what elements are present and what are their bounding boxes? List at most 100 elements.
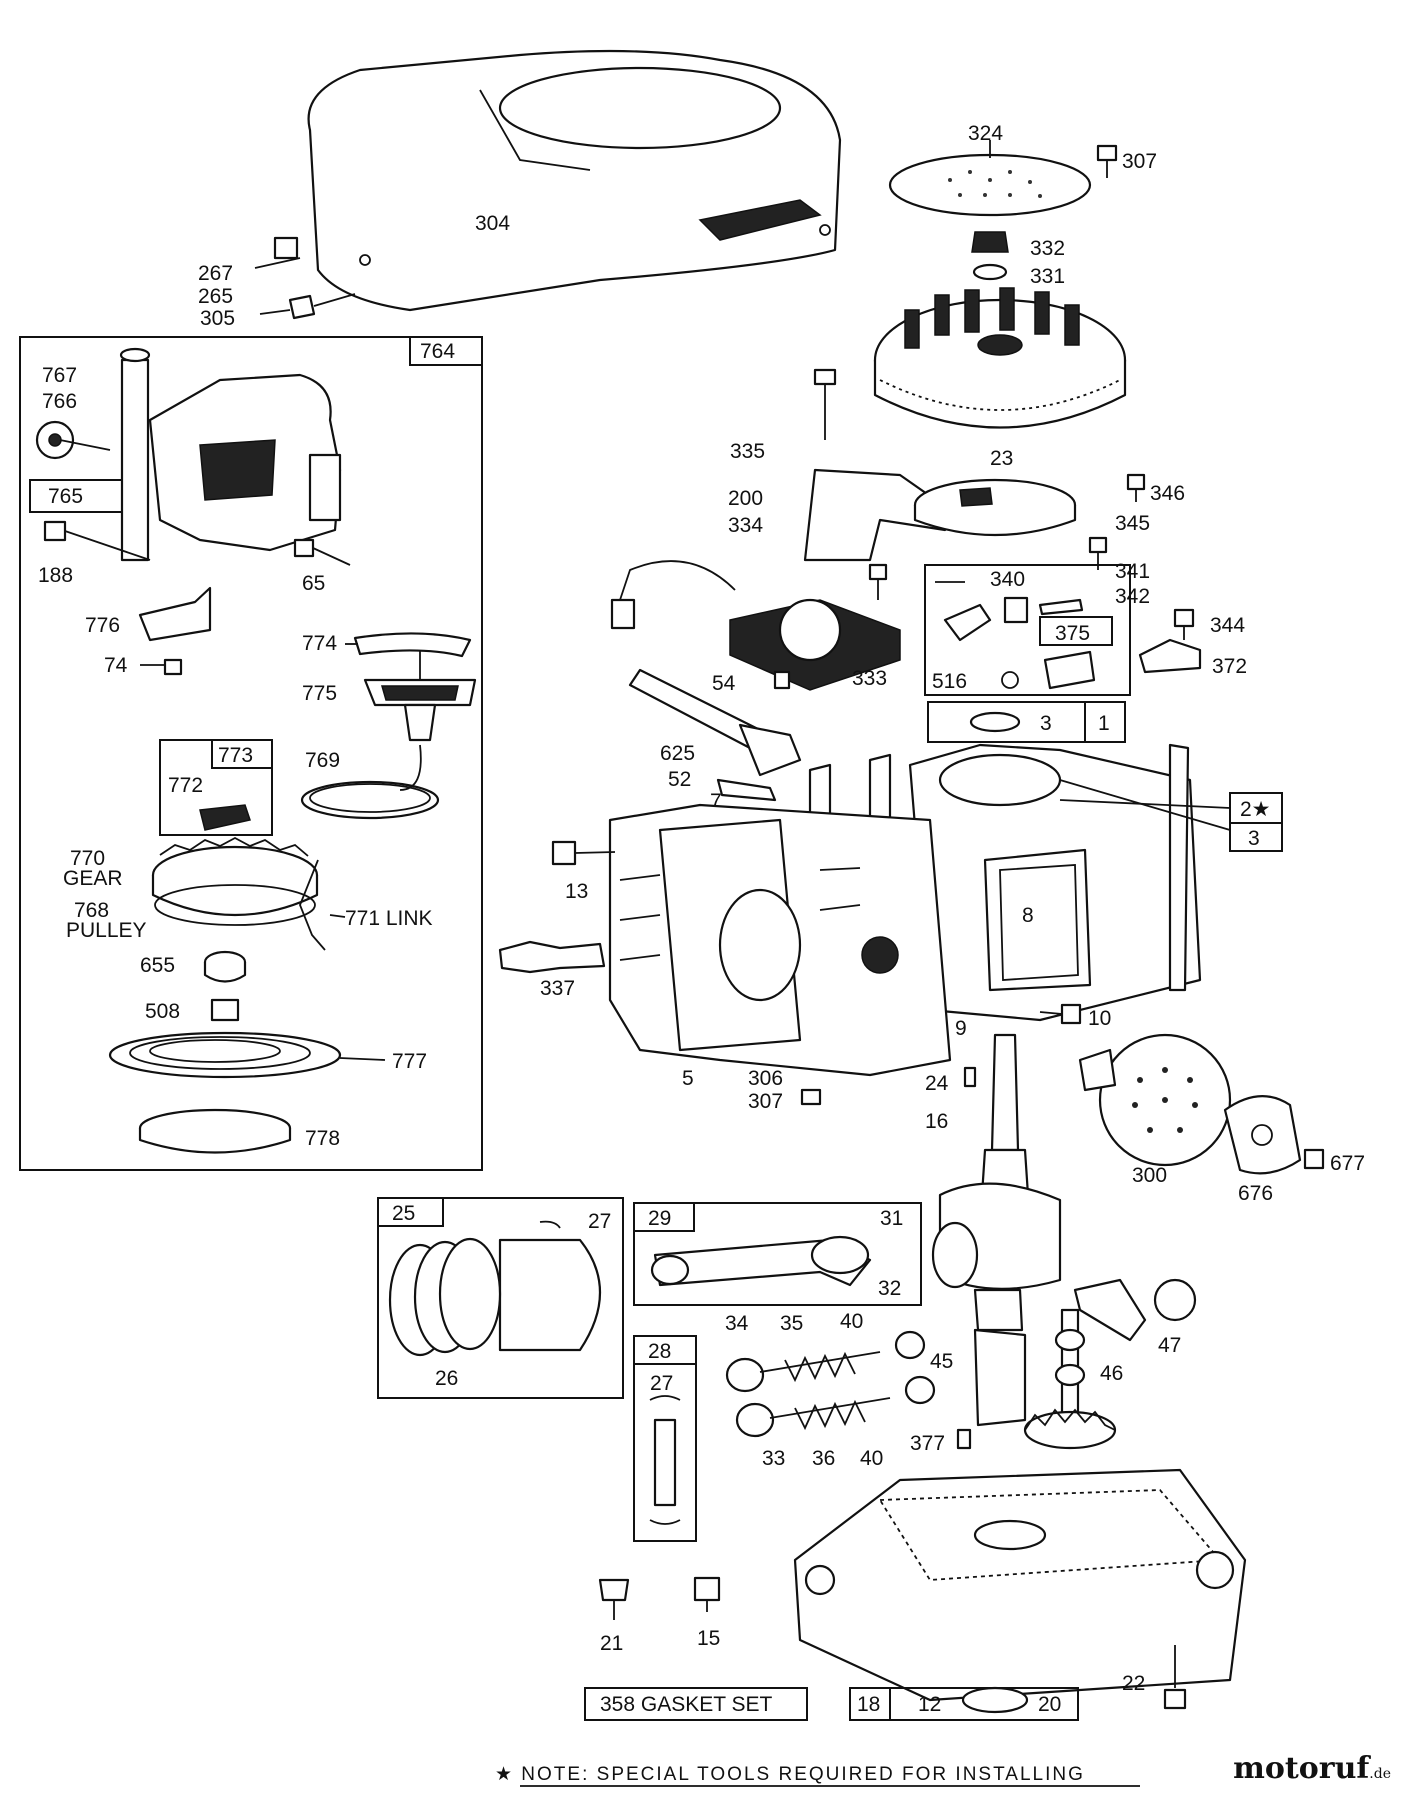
label-267: 267 (198, 262, 233, 285)
label-31: 31 (880, 1207, 903, 1230)
label-27-a: 27 (588, 1210, 611, 1233)
label-46: 46 (1100, 1362, 1123, 1385)
label-200: 200 (728, 487, 763, 510)
label-16: 16 (925, 1110, 948, 1133)
label-775: 775 (302, 682, 337, 705)
label-5: 5 (682, 1067, 694, 1090)
blower-housing-304 (307, 49, 842, 312)
label-18: 18 (857, 1693, 880, 1716)
label-300: 300 (1132, 1164, 1167, 1187)
starter-assembly-box (19, 336, 483, 1171)
bracket-776 (138, 586, 212, 642)
label-54: 54 (712, 672, 736, 695)
label-769: 769 (305, 749, 340, 772)
logo-name: motoruf (1233, 1751, 1370, 1786)
label-10: 10 (1088, 1007, 1111, 1030)
screw-21 (598, 1578, 630, 1620)
cup-655 (203, 950, 247, 983)
label-344: 344 (1210, 614, 1245, 637)
label-307-bottom: 307 (748, 1090, 783, 1113)
label-47: 47 (1158, 1334, 1181, 1357)
screw-344 (1173, 608, 1195, 640)
label-334: 334 (728, 514, 763, 537)
cylinder-head (608, 803, 952, 1077)
retainer-508 (210, 998, 240, 1022)
bolt-13 (551, 840, 616, 866)
label-625: 625 (660, 742, 695, 765)
label-771: 771 LINK (345, 907, 433, 930)
motoruf-logo: motoruf.de (1233, 1751, 1391, 1786)
label-22: 22 (1122, 1672, 1145, 1695)
screw-22 (1163, 1645, 1187, 1710)
label-36: 36 (812, 1447, 835, 1470)
governor-47 (1073, 1278, 1197, 1342)
deflector-676 (1223, 1095, 1302, 1175)
label-337: 337 (540, 977, 575, 1000)
label-gear: GEAR (63, 867, 123, 890)
label-375: 375 (1055, 622, 1090, 645)
label-1: 1 (1098, 712, 1110, 735)
label-774: 774 (302, 632, 337, 655)
screw-74 (140, 658, 183, 676)
washer-331 (972, 263, 1008, 281)
bracket-200 (803, 468, 952, 562)
label-770: 770 (70, 847, 105, 870)
label-12: 12 (918, 1693, 941, 1716)
valve-34-spring-35 (725, 1330, 926, 1393)
armature-333 (610, 560, 901, 691)
piston-box (377, 1197, 624, 1399)
label-508: 508 (145, 1000, 180, 1023)
label-40-a: 40 (840, 1310, 863, 1333)
screw-305 (259, 293, 356, 320)
label-9: 9 (955, 1017, 967, 1040)
air-vane-625 (628, 668, 802, 777)
rope-769 (300, 744, 440, 820)
label-773: 773 (218, 744, 253, 767)
label-24: 24 (925, 1072, 949, 1095)
screw-54 (773, 670, 791, 690)
label-74: 74 (104, 654, 128, 677)
bolt-65 (293, 538, 351, 566)
label-772: 772 (168, 774, 203, 797)
plug-15 (693, 1576, 721, 1612)
label-768: 768 (74, 899, 109, 922)
screw-307-bottom (800, 1088, 822, 1106)
label-778: 778 (305, 1127, 340, 1150)
label-40-b: 40 (860, 1447, 883, 1470)
oil-seal-20 (961, 1686, 1029, 1714)
label-655: 655 (140, 954, 175, 977)
label-776: 776 (85, 614, 120, 637)
label-3-side: 3 (1248, 827, 1260, 850)
label-35: 35 (780, 1312, 803, 1335)
key-377 (956, 1428, 972, 1450)
label-305: 305 (200, 307, 235, 330)
screw-267 (254, 236, 301, 269)
gasket-set-label: 358 GASKET SET (600, 1693, 773, 1716)
key-24 (963, 1066, 977, 1088)
label-335: 335 (730, 440, 765, 463)
footnote: ★ NOTE: SPECIAL TOOLS REQUIRED FOR INSTA… (495, 1764, 1085, 1785)
logo-suffix: .de (1369, 1766, 1391, 1782)
label-52: 52 (668, 768, 691, 791)
governor-box (924, 564, 1131, 696)
label-306: 306 (748, 1067, 783, 1090)
oil-seal-3 (969, 711, 1021, 733)
screw-10 (1039, 1003, 1082, 1025)
label-34: 34 (725, 1312, 749, 1335)
label-331: 331 (1030, 265, 1065, 288)
label-346: 346 (1150, 482, 1185, 505)
label-26: 26 (435, 1367, 458, 1390)
wrist-pin (649, 1395, 681, 1525)
label-340: 340 (990, 568, 1025, 591)
starter-housing (35, 347, 342, 562)
label-33: 33 (762, 1447, 785, 1470)
label-516: 516 (932, 670, 967, 693)
label-188: 188 (38, 564, 73, 587)
screw-346 (1126, 473, 1146, 502)
screw-341 (1088, 536, 1108, 570)
ratchet-772 (199, 804, 251, 831)
screw-334 (868, 563, 888, 600)
spark-plug-337 (498, 940, 606, 974)
label-324: 324 (968, 122, 1003, 145)
label-372: 372 (1212, 655, 1247, 678)
